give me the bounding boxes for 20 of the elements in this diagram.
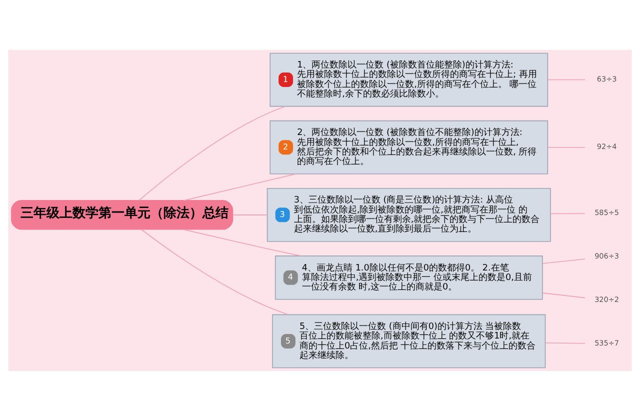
connector bbox=[548, 78, 586, 80]
node-box: 3 3、三位数除以一位数 (商是三位数)的计算方法: 从高位到低位依次除起,除到被除数的哪一位,就把商写在那一位 的上面。如果除到哪一位有剩余,就把余下的数与下一位上的数合起来继续除以一位数,直到除到最后一位为止。 bbox=[266, 187, 551, 242]
node-box: 1 1、两位数除以一位数 (被除数首位能整除)的计算方法: 先用被除数十位上的数除以一位数所得的商写在十位上; 再用被除数个位上的数除以一位数,所得的商写在个位上。 哪一位不能整除时,余下的数必须比除数小。 bbox=[270, 52, 548, 106]
node-box: 4 4、画龙点睛 1.0除以任何不是0的数都得0。 2.在笔算除法过程中,遇到被除数中那一 位或末尾上的数是0,且前一位没有余数 时,这一位上的商就是0。 bbox=[274, 255, 543, 300]
connector bbox=[542, 258, 586, 264]
connector bbox=[550, 212, 586, 214]
connector bbox=[548, 146, 586, 148]
connector bbox=[141, 228, 289, 315]
connector bbox=[232, 214, 268, 215]
connector bbox=[545, 342, 586, 344]
node-box: 三年级上数学第一单元（除法）总结 bbox=[11, 200, 234, 230]
connector bbox=[542, 292, 586, 298]
node-text: 535÷7 bbox=[594, 338, 620, 347]
node-text: 92÷4 bbox=[596, 142, 617, 151]
node-text: 585÷5 bbox=[594, 208, 620, 217]
node-text: 320÷2 bbox=[594, 294, 620, 304]
node-box: 2 2、两位数除以一位数 (被除数首位不能整除)的计算方法: 先用被除数十位上的数除以一位数,所得的商写在十位上, 然后把余下的数和个位上的数合起来再继续除以一位数, 所得的商写在个位上。 bbox=[270, 120, 548, 174]
node-box: 5 5、三位数除以一位数 (商中间有0)的计算方法 当被除数百位上的数能被整除,而被除数十位上 的数又不够1时,就在商的十位上0占位,然后把 十位上的数落下来与个位上的数合起来继续除。 bbox=[272, 314, 546, 368]
node-text: 63÷3 bbox=[596, 74, 617, 84]
node-text: 906÷3 bbox=[594, 251, 620, 260]
